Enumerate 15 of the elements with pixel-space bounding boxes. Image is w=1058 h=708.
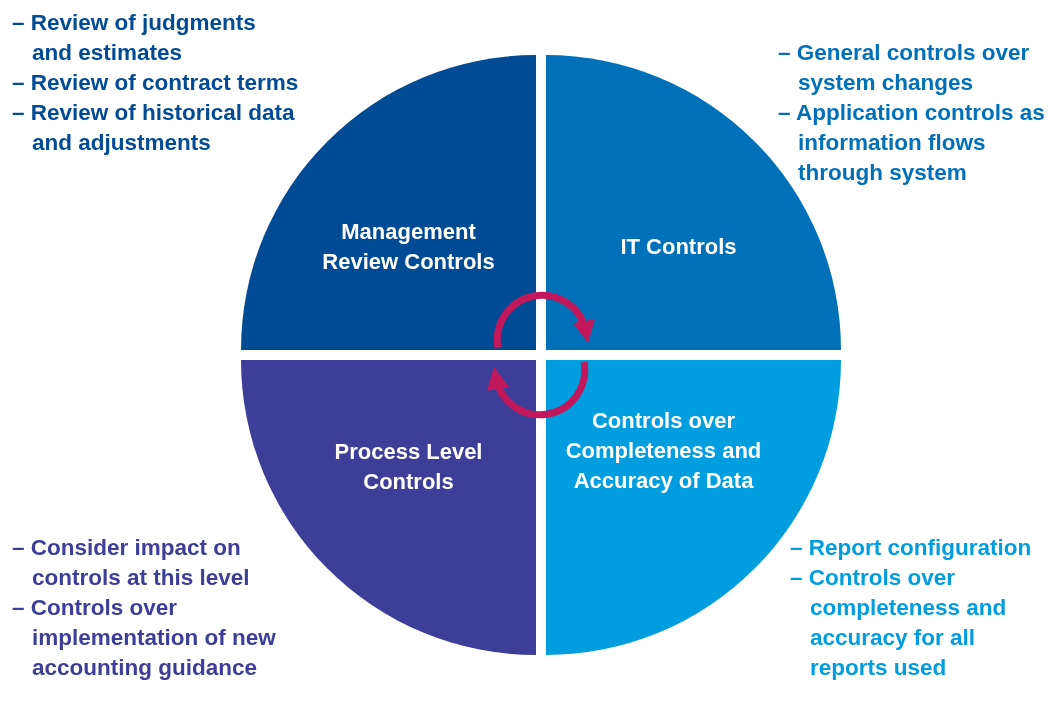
bullet-text: – Review of contract terms <box>12 69 300 97</box>
bullet-text: – Application controls as information flows through system <box>778 99 1046 187</box>
curved-arrow <box>487 361 589 419</box>
curved-arrow <box>493 291 595 349</box>
segment-title: Management Review Controls <box>321 218 496 276</box>
bullet-text: – Consider impact on controls at this level <box>12 534 251 592</box>
segment-title: IT Controls <box>620 233 737 261</box>
bullet-text: – Review of judgments and estimates <box>12 9 257 67</box>
bullet-text: – Controls over implementation of new accounting guidance <box>12 594 277 682</box>
bullet-text: – Review of historical data and adjustments <box>12 99 296 157</box>
segment-title: Process Level Controls <box>333 438 484 496</box>
bullet-text: – General controls over system changes <box>778 39 1031 97</box>
bullet-text: – Controls over completeness and accuracy for all reports used <box>790 564 1008 682</box>
segment-title: Controls over Completeness and Accuracy of Data <box>564 407 763 495</box>
bullet-text: – Report configuration <box>790 534 1033 562</box>
